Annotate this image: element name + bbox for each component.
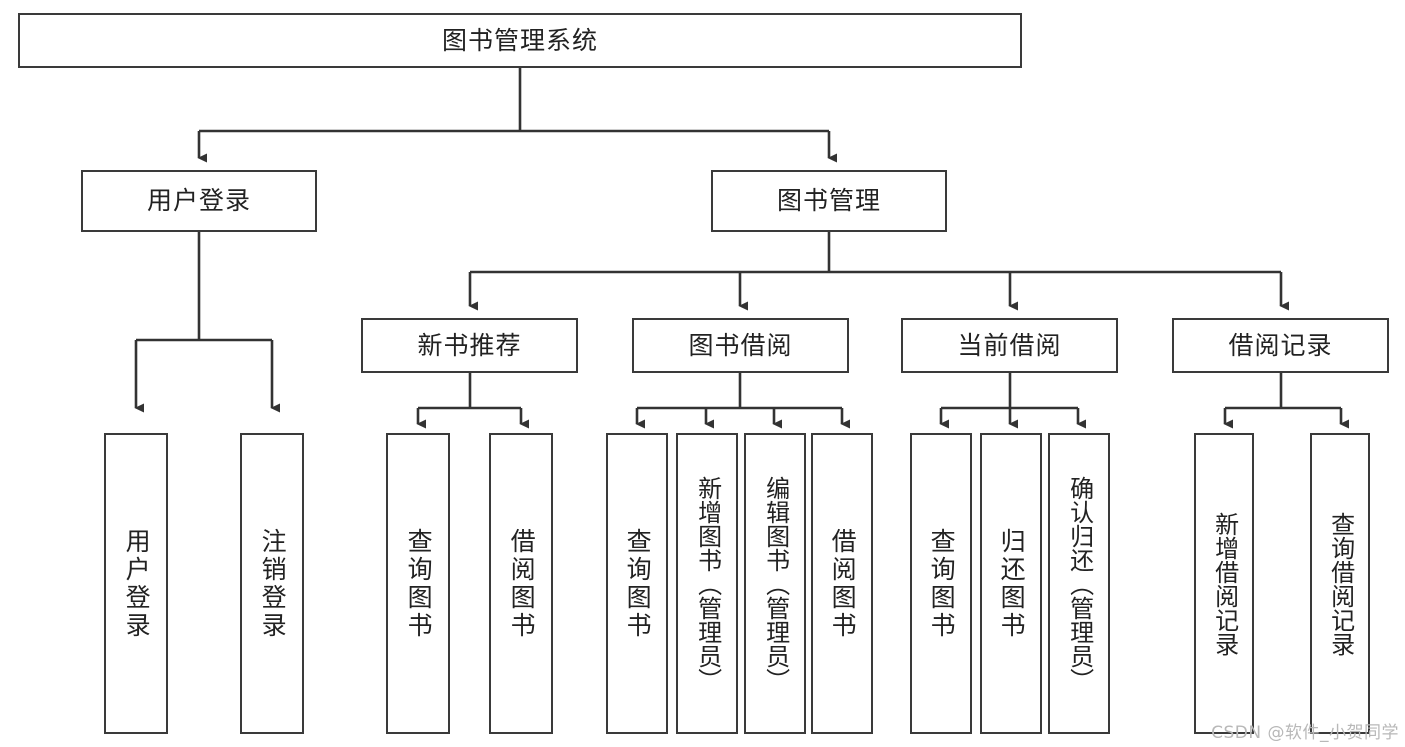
node-label: 用户登录 bbox=[122, 527, 152, 640]
leaf-confirm-return-admin[interactable]: 确认归还（管理员） bbox=[1048, 433, 1110, 734]
node-book-borrow[interactable]: 图书借阅 bbox=[632, 318, 849, 373]
node-label: 用户登录 bbox=[146, 186, 251, 216]
leaf-query-borrow-record[interactable]: 查询借阅记录 bbox=[1310, 433, 1370, 734]
leaf-return-book[interactable]: 归还图书 bbox=[980, 433, 1042, 734]
node-root-library-system[interactable]: 图书管理系统 bbox=[18, 13, 1022, 68]
watermark: CSDN @软件_小贺同学 bbox=[1211, 723, 1399, 743]
leaf-borrow-book[interactable]: 借阅图书 bbox=[811, 433, 873, 734]
node-new-book-recommend[interactable]: 新书推荐 bbox=[361, 318, 578, 373]
node-label: 查询图书 bbox=[927, 527, 957, 640]
leaf-user-login[interactable]: 用户登录 bbox=[104, 433, 168, 734]
leaf-edit-book-admin[interactable]: 编辑图书（管理员） bbox=[744, 433, 806, 734]
node-label: 编辑图书（管理员） bbox=[761, 475, 790, 692]
node-label: 确认归还（管理员） bbox=[1065, 475, 1094, 692]
node-user-login[interactable]: 用户登录 bbox=[81, 170, 317, 232]
node-label: 新增图书（管理员） bbox=[693, 475, 722, 692]
node-current-borrow[interactable]: 当前借阅 bbox=[901, 318, 1118, 373]
node-label: 新增借阅记录 bbox=[1210, 511, 1239, 656]
node-label: 查询借阅记录 bbox=[1326, 511, 1355, 656]
node-label: 注销登录 bbox=[258, 527, 288, 640]
node-label: 归还图书 bbox=[997, 527, 1027, 640]
node-label: 借阅图书 bbox=[828, 527, 858, 640]
node-book-management[interactable]: 图书管理 bbox=[711, 170, 947, 232]
node-borrow-records[interactable]: 借阅记录 bbox=[1172, 318, 1389, 373]
leaf-add-book-admin[interactable]: 新增图书（管理员） bbox=[676, 433, 738, 734]
node-label: 新书推荐 bbox=[417, 330, 522, 360]
leaf-query-book-current[interactable]: 查询图书 bbox=[910, 433, 972, 734]
node-label: 借阅记录 bbox=[1228, 330, 1333, 360]
leaf-logout[interactable]: 注销登录 bbox=[240, 433, 304, 734]
node-label: 当前借阅 bbox=[957, 330, 1062, 360]
node-label: 借阅图书 bbox=[507, 527, 537, 640]
leaf-add-borrow-record[interactable]: 新增借阅记录 bbox=[1194, 433, 1254, 734]
leaf-query-book-borrow[interactable]: 查询图书 bbox=[606, 433, 668, 734]
node-label: 图书管理系统 bbox=[441, 25, 598, 55]
node-label: 图书借阅 bbox=[688, 330, 793, 360]
node-label: 查询图书 bbox=[623, 527, 653, 640]
node-label: 查询图书 bbox=[404, 527, 434, 640]
node-label: 图书管理 bbox=[776, 186, 881, 216]
leaf-query-book-recommend[interactable]: 查询图书 bbox=[386, 433, 450, 734]
leaf-borrow-book-recommend[interactable]: 借阅图书 bbox=[489, 433, 553, 734]
